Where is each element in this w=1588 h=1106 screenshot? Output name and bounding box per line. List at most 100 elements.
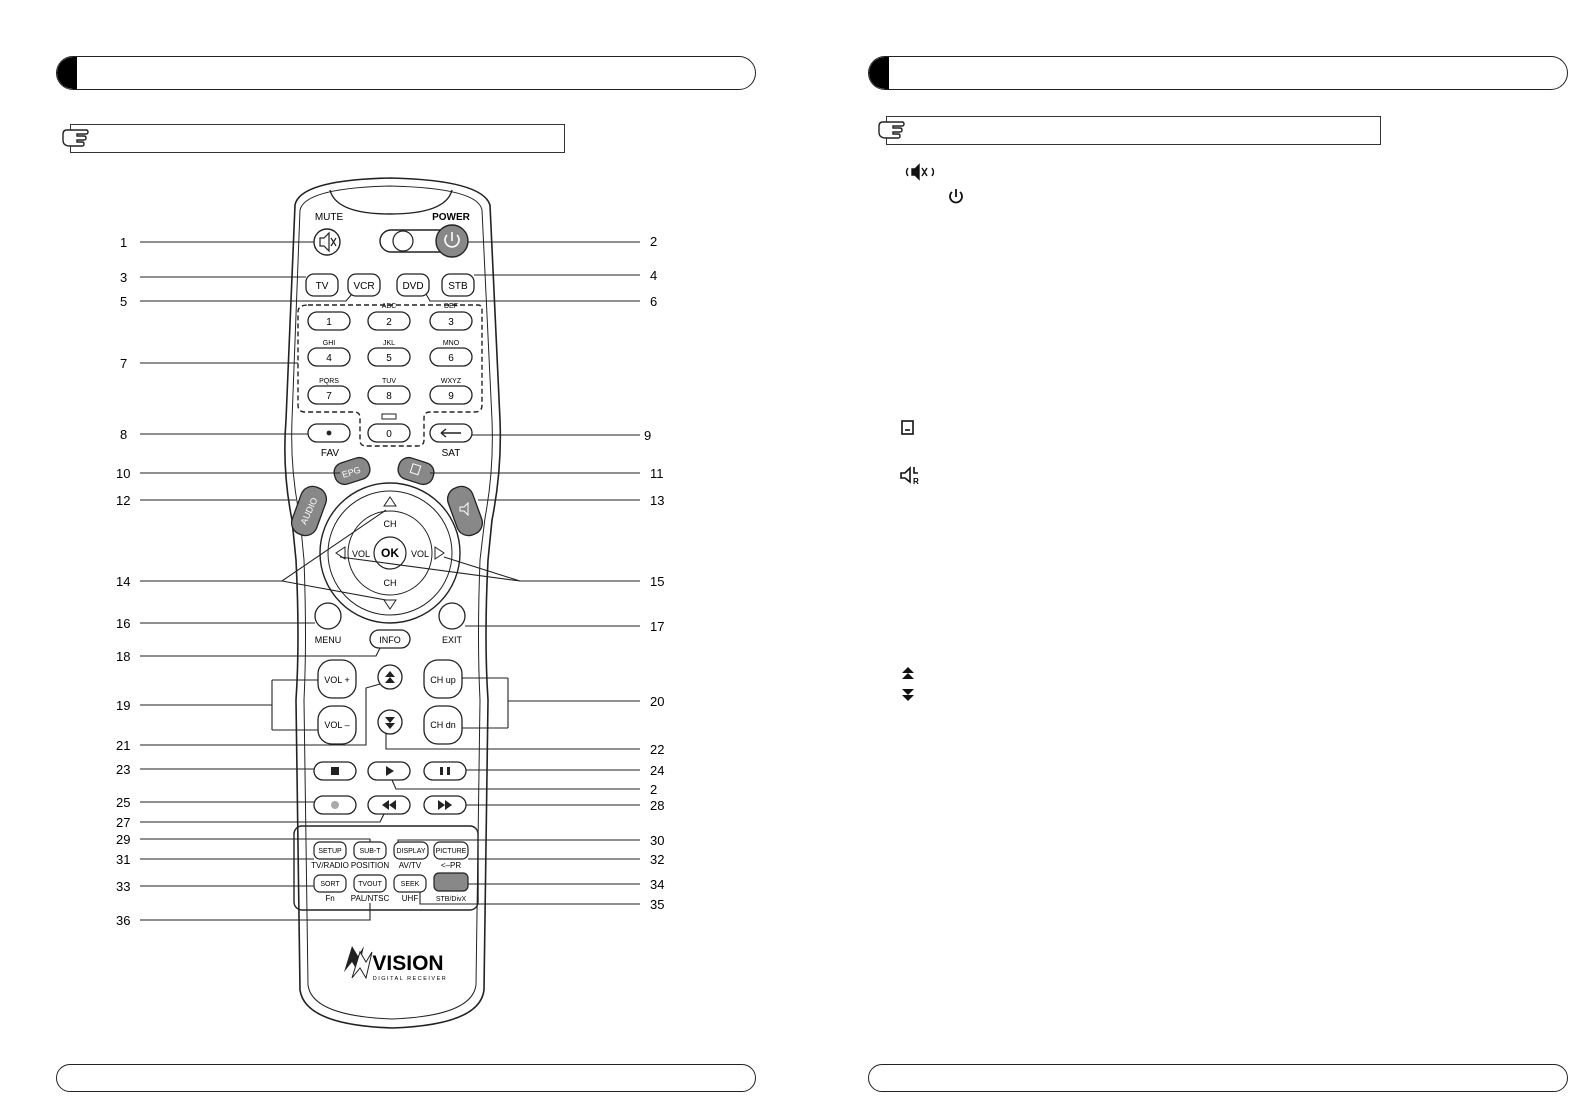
stb-button[interactable] — [441, 273, 475, 297]
left-header-bar — [56, 56, 756, 90]
epg-button[interactable] — [331, 455, 372, 487]
vcr-button[interactable] — [347, 273, 381, 297]
ok-button[interactable] — [373, 536, 407, 570]
callout-34: 34 — [650, 877, 664, 892]
key-2[interactable] — [367, 311, 411, 331]
audio-lr-button[interactable] — [444, 483, 486, 539]
ch-up-label: CH — [384, 519, 397, 529]
page-down-icon — [902, 689, 914, 701]
callout-numbers: 1 3 5 7 8 10 12 14 16 18 19 21 23 25 27 … — [116, 234, 664, 928]
right-footer-bar — [868, 1064, 1568, 1092]
picture-label: PICTURE — [436, 848, 467, 855]
menu-button[interactable] — [314, 602, 342, 630]
ghi-label: GHI — [323, 340, 336, 347]
tv-button[interactable] — [305, 273, 339, 297]
play-icon — [386, 766, 394, 776]
tvout-button[interactable] — [353, 874, 387, 893]
callout-10: 10 — [116, 466, 130, 481]
key-6[interactable] — [429, 347, 473, 367]
dvd-label: DVD — [402, 281, 423, 292]
jkl-label: JKL — [383, 340, 395, 347]
key-6-label: 6 — [448, 353, 454, 364]
right-section-box — [886, 116, 1381, 145]
key-5-label: 5 — [386, 353, 392, 364]
callout-4: 4 — [650, 268, 657, 283]
callout-9: 9 — [644, 428, 651, 443]
key-9[interactable] — [429, 385, 473, 405]
display-button[interactable] — [393, 841, 429, 860]
brand-name: VISION — [372, 952, 443, 975]
fav-label: FAV — [321, 448, 339, 459]
vol-up-button[interactable] — [317, 659, 357, 699]
stbdivx-label: STB/DivX — [436, 896, 467, 903]
key-5[interactable] — [367, 347, 411, 367]
callout-23: 23 — [116, 762, 130, 777]
speaker-icon — [459, 501, 469, 517]
setup-button[interactable] — [313, 841, 347, 860]
vcr-label: VCR — [353, 281, 374, 292]
right-page-icons: R — [900, 163, 963, 701]
key-1[interactable] — [307, 311, 351, 331]
exit-button[interactable] — [438, 602, 466, 630]
vol-down-button[interactable] — [317, 705, 357, 745]
pr-label: <–PR — [441, 861, 461, 870]
left-section-box — [70, 124, 565, 153]
palntsc-label: PAL/NTSC — [351, 894, 390, 903]
record-icon — [331, 801, 339, 809]
info-label: INFO — [379, 635, 401, 645]
callout-8: 8 — [120, 427, 127, 442]
tvradio-label: TV/RADIO — [311, 861, 349, 870]
key-3-label: 3 — [448, 317, 454, 328]
callout-22: 22 — [650, 742, 664, 757]
stb-divx-button[interactable] — [433, 872, 469, 892]
callout-31: 31 — [116, 852, 130, 867]
key-8[interactable] — [367, 385, 411, 405]
page-down-icon — [385, 717, 395, 729]
sort-button[interactable] — [313, 874, 347, 893]
left-arrow-icon[interactable] — [335, 546, 346, 560]
stop-icon — [331, 767, 339, 775]
power-label: POWER — [432, 212, 471, 223]
ch-down-button[interactable] — [423, 705, 463, 745]
key-4[interactable] — [307, 347, 351, 367]
callout-16: 16 — [116, 616, 130, 631]
callout-29: 29 — [116, 832, 130, 847]
ch-dn-label: CH dn — [430, 720, 456, 730]
tvout-label: TVOUT — [358, 881, 382, 888]
audio-button[interactable] — [288, 483, 330, 539]
callout-13: 13 — [650, 493, 664, 508]
callout-36: 36 — [116, 913, 130, 928]
ch-up-button[interactable] — [423, 659, 463, 699]
display-label: DISPLAY — [396, 848, 425, 855]
callout-28: 28 — [650, 798, 664, 813]
up-arrow-icon[interactable] — [383, 496, 397, 507]
subtitle-button[interactable] — [395, 455, 436, 487]
key-0[interactable] — [367, 423, 411, 443]
callout-35: 35 — [650, 897, 664, 912]
pause-button[interactable] — [423, 761, 467, 781]
hand-pointer-icon — [62, 129, 89, 147]
vol-minus-label: VOL – — [324, 720, 349, 730]
callout-15: 15 — [650, 574, 664, 589]
callout-2: 2 — [650, 234, 657, 249]
wxyz-label: WXYZ — [441, 378, 462, 385]
right-arrow-icon[interactable] — [434, 546, 445, 560]
mute-button[interactable] — [313, 228, 341, 256]
callout-25: 25 — [116, 795, 130, 810]
picture-button[interactable] — [433, 841, 469, 860]
callout-21: 21 — [116, 738, 130, 753]
key-7[interactable] — [307, 385, 351, 405]
tuv-label: TUV — [382, 378, 396, 385]
menu-label: MENU — [315, 635, 342, 645]
key-3[interactable] — [429, 311, 473, 331]
page-up-icon — [902, 667, 914, 679]
info-button[interactable] — [369, 629, 411, 649]
seek-button[interactable] — [393, 874, 427, 893]
dvd-button[interactable] — [396, 273, 430, 297]
down-arrow-icon[interactable] — [383, 599, 397, 610]
ch-up-label-text: CH up — [430, 675, 456, 685]
fn-label: Fn — [325, 894, 334, 903]
stb-label: STB — [448, 281, 468, 292]
left-footer-bar — [56, 1064, 756, 1092]
callout-24: 24 — [650, 763, 664, 778]
